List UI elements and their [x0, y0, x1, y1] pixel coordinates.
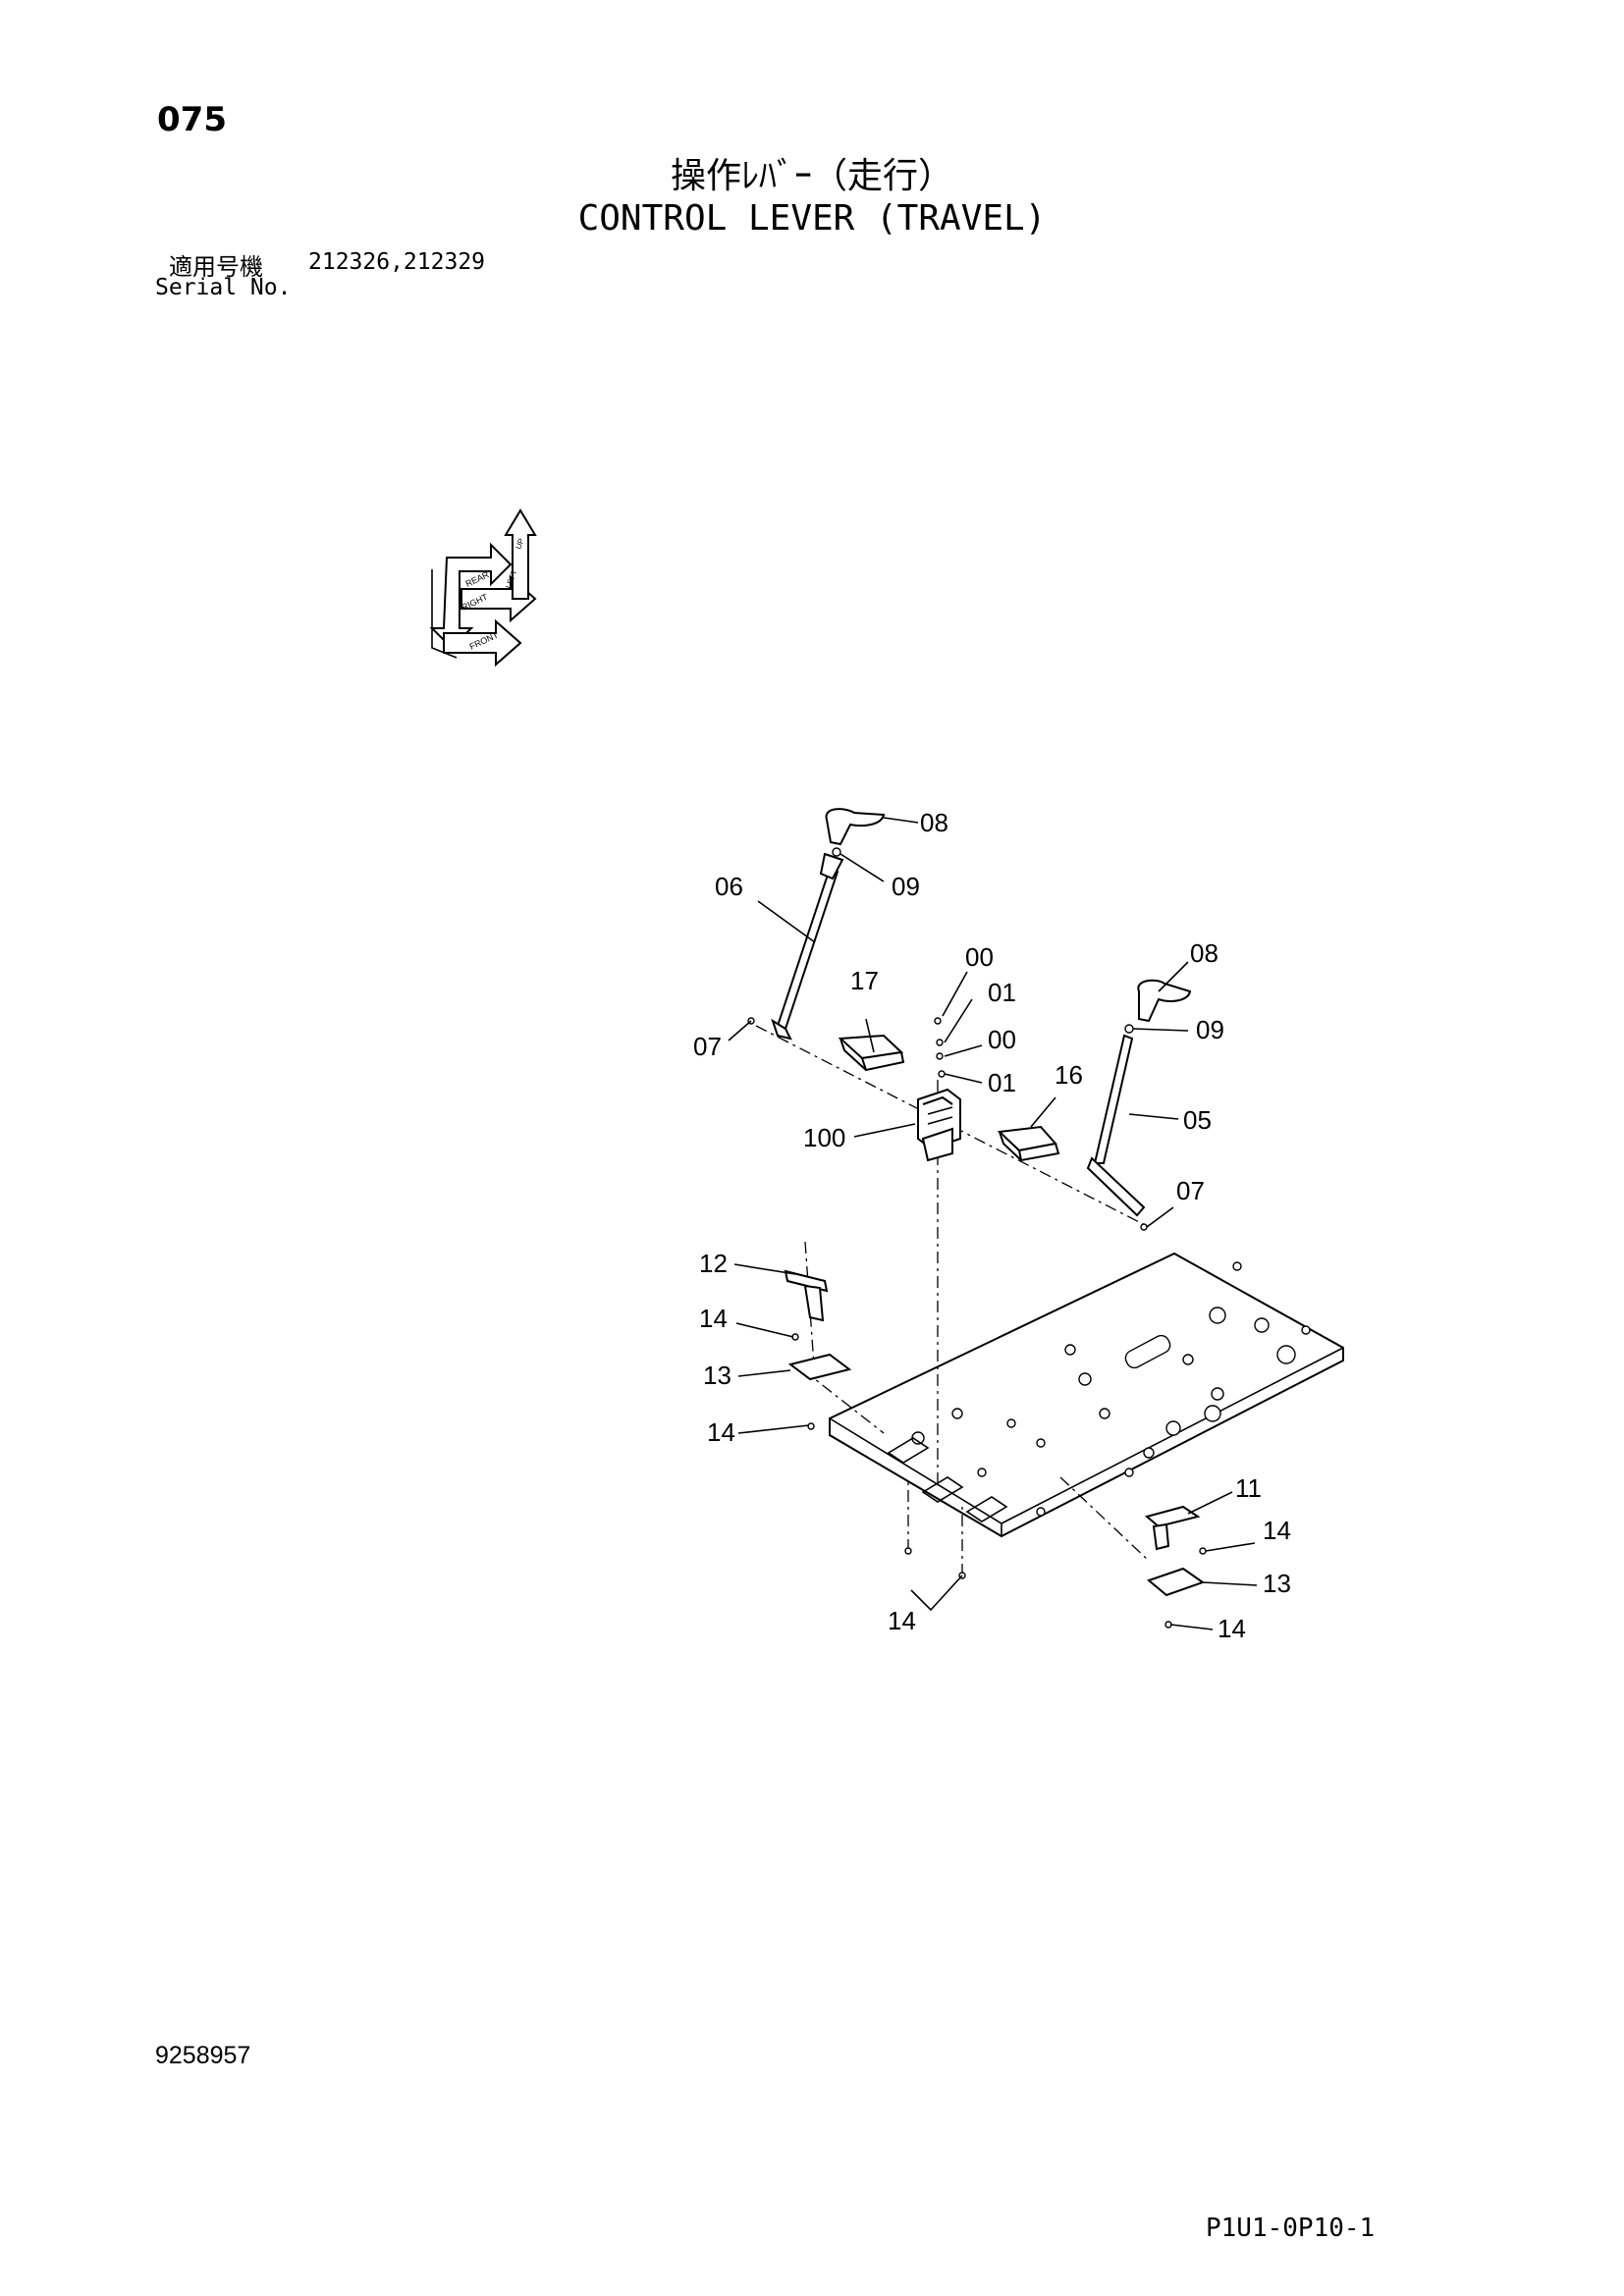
callout-00-lower: 00: [988, 1025, 1016, 1054]
callout-16: 16: [1055, 1060, 1083, 1090]
bracket-left: [784, 1269, 852, 1430]
callout-08-left-grip: 08: [920, 808, 948, 837]
sheet-code: P1U1-0P10-1: [1206, 2214, 1376, 2243]
callout-08-right-grip: 08: [1190, 938, 1218, 968]
callout-11: 11: [1235, 1473, 1262, 1503]
callout-17: 17: [850, 966, 879, 995]
callout-14-a: 14: [699, 1304, 728, 1333]
callout-13-left: 13: [703, 1361, 731, 1390]
pedal-left: [838, 1034, 905, 1072]
orientation-label-up: UP: [514, 537, 525, 551]
serial-numbers: 212326,212329: [308, 249, 486, 275]
callout-labels: 08 09 06 00 17 01 07 00 01 08 09 16 05 1…: [693, 808, 1291, 1643]
callout-07-left: 07: [693, 1032, 722, 1061]
serial-label-english: Serial No.: [155, 275, 292, 300]
callout-13-right: 13: [1263, 1569, 1291, 1598]
callout-14-b: 14: [707, 1417, 735, 1447]
pilot-valve: [747, 1017, 1148, 1231]
floor-plate: [829, 1252, 1344, 1538]
callout-14-bottom-right: 14: [1218, 1614, 1246, 1643]
callout-09-left: 09: [892, 872, 920, 901]
drawing-number: 9258957: [155, 2042, 251, 2069]
callout-05: 05: [1183, 1105, 1212, 1135]
callout-12: 12: [699, 1249, 728, 1278]
leader-lines: [728, 817, 1258, 1630]
orientation-icon: REAR RIGHT FRONT LEFT UP: [429, 508, 537, 667]
callout-14-bottom: 14: [888, 1606, 916, 1635]
callout-14-c: 14: [1263, 1516, 1291, 1545]
page-number: 075: [157, 100, 227, 139]
callout-06: 06: [715, 872, 743, 901]
callout-09-right: 09: [1196, 1015, 1224, 1044]
callout-100: 100: [803, 1123, 845, 1152]
serial-label-japanese: 適用号機: [169, 253, 263, 281]
page-title-english: CONTROL LEVER (TRAVEL): [577, 198, 1047, 239]
travel-lever-right: [1086, 979, 1192, 1217]
travel-lever-left: [771, 808, 886, 1041]
callout-01-upper: 01: [988, 978, 1016, 1007]
bracket-right: [904, 1505, 1207, 1629]
page-title-japanese: 操作ﾚﾊﾞｰ（走行）: [670, 156, 953, 196]
callout-01-lower: 01: [988, 1068, 1016, 1097]
pedal-right: [997, 1125, 1060, 1162]
callout-07-right: 07: [1176, 1176, 1205, 1205]
callout-00-upper: 00: [965, 942, 994, 972]
